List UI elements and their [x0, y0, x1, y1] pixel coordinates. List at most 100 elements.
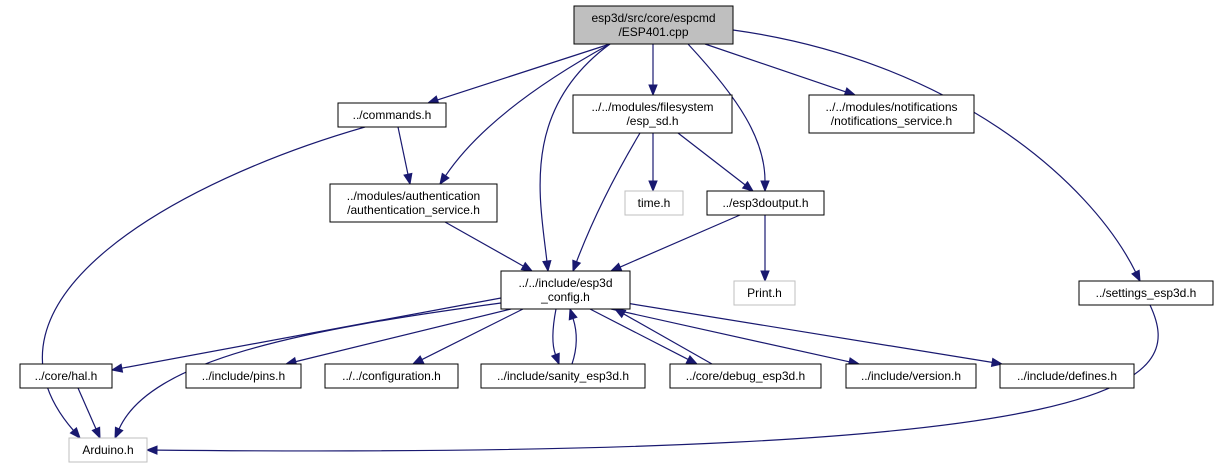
node-debug[interactable]: ../core/debug_esp3d.h: [669, 363, 822, 389]
node-print-box: [733, 280, 796, 306]
edge-esp3doutput-to-config-arrowhead: [609, 262, 623, 272]
edge-sanity-to-config: [571, 318, 577, 365]
node-print[interactable]: Print.h: [733, 280, 796, 306]
node-notif[interactable]: ../../modules/notifications/notification…: [808, 94, 975, 134]
node-notif-label-line-1: /notifications_service.h: [831, 114, 952, 128]
edge-config-to-arduino-arrowhead: [114, 426, 124, 440]
edge-config-to-debug: [589, 308, 689, 360]
edge-commands-to-arduino-arrowhead: [69, 426, 81, 440]
node-auth-box: [329, 183, 498, 223]
node-esp401[interactable]: esp3d/src/core/espcmd/ESP401.cpp: [573, 5, 734, 45]
node-auth-label-line-0: ../modules/authentication: [347, 189, 480, 203]
node-esp_sd-label-line-0: ../../modules/filesystem: [591, 100, 713, 114]
edge-auth-to-config-arrowhead: [520, 261, 534, 272]
node-arduino[interactable]: Arduino.h: [68, 437, 148, 463]
node-esp_sd-label-line-1: /esp_sd.h: [626, 114, 678, 128]
edge-commands-to-auth-arrowhead: [403, 172, 413, 186]
edge-esp_sd-to-esp3doutput-arrowhead: [741, 180, 755, 192]
edge-esp401-to-auth-arrowhead: [439, 172, 450, 186]
edge-esp_sd-to-time-arrowhead: [648, 180, 658, 193]
node-debug-box: [669, 363, 822, 389]
node-hal[interactable]: ../core/hal.h: [19, 363, 113, 389]
node-time-label-line-0: time.h: [638, 196, 671, 210]
node-time[interactable]: time.h: [624, 190, 684, 216]
node-hal-box: [19, 363, 113, 389]
edge-sanity-to-config-arrowhead: [568, 307, 578, 321]
edge-esp_sd-to-config: [575, 132, 641, 262]
edge-config-to-configuration: [421, 308, 524, 361]
node-auth-label-line-1: /authentication_service.h: [347, 203, 480, 217]
node-config-box: [500, 270, 631, 310]
edge-config-to-sanity: [552, 308, 557, 355]
node-defines-box: [999, 363, 1135, 389]
edge-esp_sd-to-config-arrowhead: [572, 259, 582, 273]
node-pins-box: [185, 363, 302, 389]
node-defines[interactable]: ../include/defines.h: [999, 363, 1135, 389]
edge-esp401-to-esp3doutput-arrowhead: [760, 180, 770, 193]
node-configuration-box: [324, 363, 459, 389]
node-esp3doutput-label-line-0: ../esp3doutput.h: [722, 196, 808, 210]
node-esp3doutput[interactable]: ../esp3doutput.h: [706, 190, 825, 216]
node-esp401-label-line-0: esp3d/src/core/espcmd: [591, 11, 715, 25]
node-pins-label-line-0: ../include/pins.h: [202, 369, 285, 383]
edge-esp401-to-commands: [437, 43, 611, 101]
edge-esp401-to-auth: [445, 43, 611, 177]
edge-esp401-to-esp_sd-arrowhead: [648, 84, 658, 97]
edge-config-to-debug-arrowhead: [685, 354, 699, 365]
edge-esp401-to-config: [539, 43, 611, 262]
node-esp401-box: [573, 5, 734, 45]
node-esp_sd[interactable]: ../../modules/filesystem/esp_sd.h: [572, 94, 733, 134]
node-config-label-line-1: _config.h: [540, 290, 590, 304]
node-esp401-label-line-1: /ESP401.cpp: [618, 25, 688, 39]
node-sanity[interactable]: ../include/sanity_esp3d.h: [480, 363, 646, 389]
edge-config-to-hal-arrowhead: [110, 363, 124, 373]
node-configuration[interactable]: ../../configuration.h: [324, 363, 459, 389]
edge-esp401-to-notif-arrowhead: [843, 87, 857, 97]
node-pins[interactable]: ../include/pins.h: [185, 363, 302, 389]
node-sanity-label-line-0: ../include/sanity_esp3d.h: [497, 369, 629, 383]
edge-auth-to-config: [444, 221, 524, 267]
node-arduino-label-line-0: Arduino.h: [82, 443, 133, 457]
edge-config-to-pins: [295, 308, 512, 363]
edge-esp_sd-to-esp3doutput: [677, 132, 746, 186]
node-config[interactable]: ../../include/esp3d_config.h: [500, 270, 631, 310]
node-notif-box: [808, 94, 975, 134]
edge-settings-to-arduino: [156, 304, 1159, 452]
node-time-box: [624, 190, 684, 216]
edge-hal-to-arduino: [77, 387, 97, 430]
node-version[interactable]: ../include/version.h: [845, 363, 977, 389]
edge-config-to-arduino: [118, 302, 502, 430]
edge-esp401-to-settings-arrowhead: [1131, 269, 1141, 283]
node-settings-label-line-0: ../settings_esp3d.h: [1096, 286, 1197, 300]
edge-esp401-to-notif: [704, 43, 846, 93]
node-commands-box: [337, 102, 447, 128]
node-esp_sd-box: [572, 94, 733, 134]
edge-esp401-to-settings: [732, 29, 1137, 273]
node-auth[interactable]: ../modules/authentication/authentication…: [329, 183, 498, 223]
edge-debug-to-config-arrowhead: [613, 308, 627, 319]
node-configuration-label-line-0: ../../configuration.h: [342, 369, 441, 383]
edge-config-to-hal: [121, 297, 502, 369]
node-commands-label-line-0: ../commands.h: [353, 108, 432, 122]
edge-config-to-defines-arrowhead: [990, 357, 1004, 367]
node-esp3doutput-box: [706, 190, 825, 216]
edge-esp401-to-esp3doutput: [687, 43, 766, 182]
node-config-label-line-0: ../../include/esp3d: [518, 276, 612, 290]
node-sanity-box: [480, 363, 646, 389]
edge-config-to-configuration-arrowhead: [411, 355, 425, 365]
node-version-box: [845, 363, 977, 389]
node-hal-label-line-0: ../core/hal.h: [35, 369, 98, 383]
edge-config-to-version: [610, 308, 850, 363]
node-debug-label-line-0: ../core/debug_esp3d.h: [686, 369, 805, 383]
node-print-label-line-0: Print.h: [747, 286, 782, 300]
edge-settings-to-arduino-arrowhead: [145, 445, 158, 455]
node-commands[interactable]: ../commands.h: [337, 102, 447, 128]
edge-commands-to-auth: [397, 126, 409, 175]
node-version-label-line-0: ../include/version.h: [861, 369, 961, 383]
edge-esp3doutput-to-config: [619, 214, 741, 268]
edge-config-to-defines: [625, 302, 993, 363]
node-settings[interactable]: ../settings_esp3d.h: [1078, 280, 1214, 306]
node-notif-label-line-0: ../../modules/notifications: [825, 100, 957, 114]
node-settings-box: [1078, 280, 1214, 306]
